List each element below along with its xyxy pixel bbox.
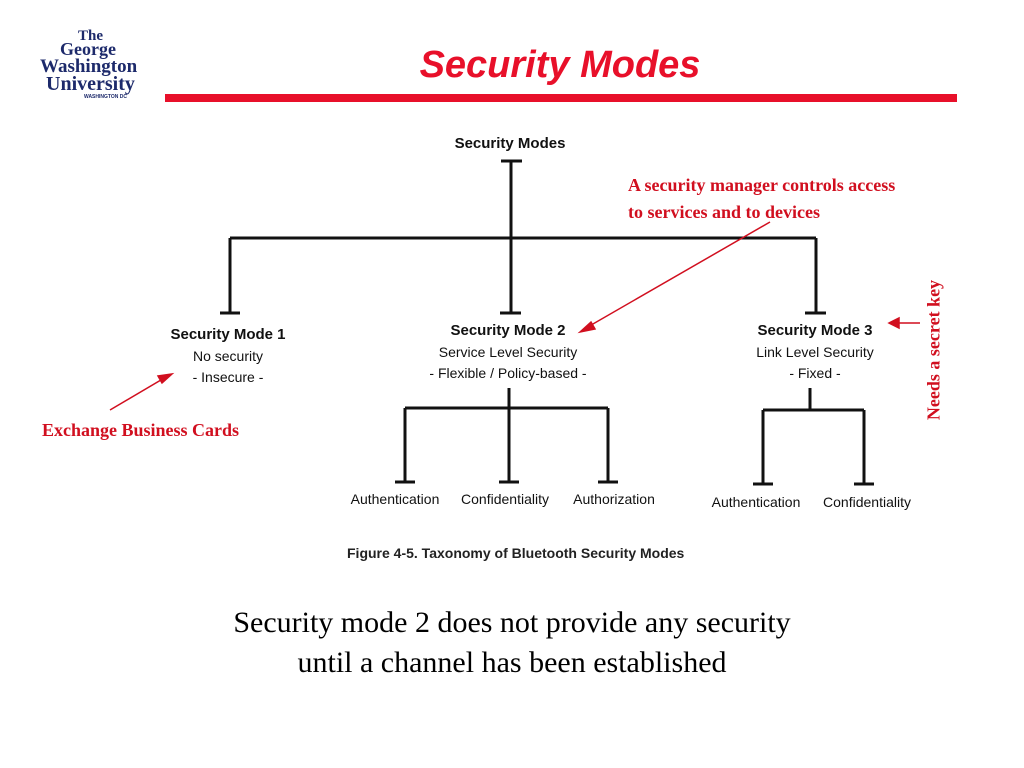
mode-2-title: Security Mode 2 [450, 322, 566, 339]
bottom-statement-line-1: Security mode 2 does not provide any sec… [233, 606, 791, 639]
mode-2-line-1: Service Level Security [438, 344, 578, 360]
manager-annotation: A security manager controls access to se… [628, 172, 895, 226]
logo-line-4: University [46, 73, 135, 95]
mode-3-leaf-authentication: Authentication [711, 494, 801, 510]
mode-1-line-2: - Insecure - [192, 369, 264, 385]
logo-line-2: George [60, 39, 116, 59]
mode-3-line-1: Link Level Security [756, 344, 874, 360]
logo-line-1: The [78, 28, 103, 44]
secret-key-annotation: Needs a secret key [923, 279, 944, 421]
logo-line-3: Washington [40, 56, 138, 77]
bottom-statement: Security mode 2 does not provide any sec… [150, 603, 874, 683]
mode-2-leaf-confidentiality: Confidentiality [461, 491, 549, 507]
logo-line-5: WASHINGTON DC [84, 94, 127, 100]
slide-title: Security Modes [419, 44, 701, 86]
mode-3-leaf-confidentiality: Confidentiality [823, 494, 911, 510]
mode-1-title: Security Mode 1 [170, 326, 286, 343]
mode-2-leaf-authentication: Authentication [350, 491, 440, 507]
university-logo: The George Washington University WASHING… [40, 28, 138, 100]
manager-annotation-line-2: to services and to devices [628, 202, 820, 222]
mode-3-title: Security Mode 3 [757, 322, 873, 339]
figure-caption: Figure 4-5. Taxonomy of Bluetooth Securi… [347, 545, 685, 561]
manager-annotation-line-1: A security manager controls access [628, 175, 896, 195]
root-node: Security Modes [454, 135, 566, 152]
mode-2-leaf-authorization: Authorization [573, 491, 655, 507]
cards-annotation: Exchange Business Cards [42, 420, 240, 440]
mode-1-line-1: No security [192, 348, 264, 364]
bottom-statement-line-2: until a channel has been established [297, 646, 727, 679]
mode-3-line-2: - Fixed - [789, 365, 841, 381]
mode-3-node: Security Mode 3 Link Level Security - Fi… [722, 322, 908, 381]
mode-2-node: Security Mode 2 Service Level Security -… [398, 322, 618, 381]
mode-1-node: Security Mode 1 No security - Insecure - [140, 326, 316, 385]
mode-2-line-2: - Flexible / Policy-based - [429, 365, 587, 381]
title-underline [165, 94, 957, 102]
